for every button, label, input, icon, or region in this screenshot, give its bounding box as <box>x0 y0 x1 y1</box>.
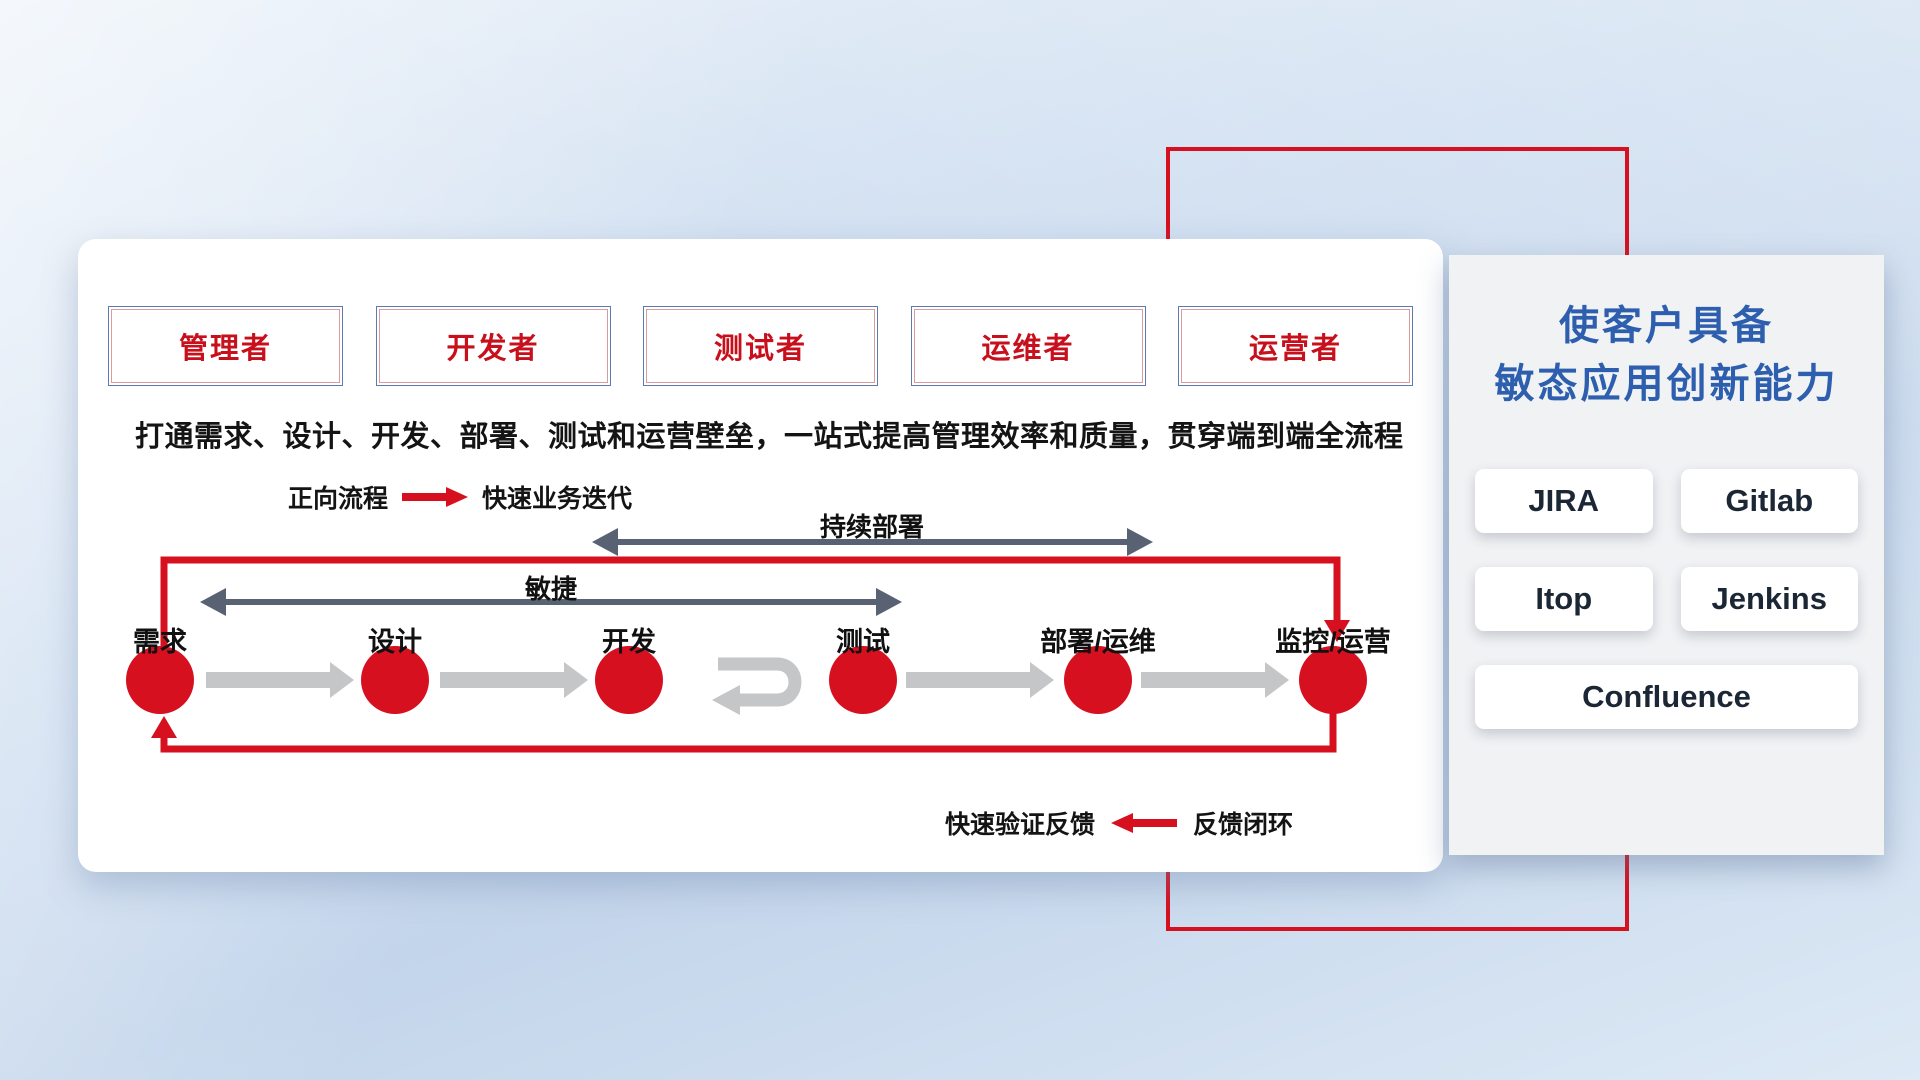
role-label: 测试者 <box>713 333 807 365</box>
role-box-manager: 管理者 <box>108 306 343 386</box>
tool-card-jenkins: Jenkins <box>1680 567 1858 631</box>
step-arrow-icon <box>440 662 588 698</box>
role-label: 开发者 <box>446 333 540 365</box>
stage-label-deploy-ops: 部署/运维 <box>1040 627 1156 657</box>
stage-label-monitor-operate: 监控/运营 <box>1275 627 1391 657</box>
stage-circle <box>361 646 429 714</box>
tool-card-jira: JIRA <box>1475 469 1653 533</box>
forward-flow-label: 正向流程 <box>288 485 389 513</box>
role-box-ops-maintainer: 运维者 <box>910 306 1146 386</box>
stage-circle <box>1299 646 1367 714</box>
capability-side-panel: 使客户具备 敏态应用创新能力 JIRA Gitlab Itop Jenkins … <box>1449 255 1884 855</box>
step-arrow-icon <box>906 662 1054 698</box>
stage-circles <box>126 646 1367 714</box>
role-label: 管理者 <box>178 333 272 365</box>
stage-circle <box>126 646 194 714</box>
forward-flow-legend: 正向流程 快速业务迭代 <box>288 479 632 515</box>
feedback-loop-line <box>151 556 1350 753</box>
flow-subtitle: 打通需求、设计、开发、部署、测试和运营壁垒，一站式提高管理效率和质量，贯穿端到端… <box>135 421 1404 453</box>
flow-diagram <box>126 528 1367 753</box>
continuous-deploy-arrow <box>592 528 1153 556</box>
tool-card-gitlab: Gitlab <box>1680 469 1858 533</box>
devops-flow-card: 管理者 开发者 测试者 运维者 运营者 打通需求、设计、开发、部署、测试和运营壁… <box>78 239 1443 872</box>
step-arrow-icon <box>206 662 354 698</box>
panel-title-line2: 敏态应用创新能力 <box>1494 362 1839 406</box>
feedback-desc: 快速验证反馈 <box>945 811 1096 839</box>
stage-label-design: 设计 <box>368 627 422 657</box>
stage-label-requirements: 需求 <box>133 627 187 657</box>
step-arrow-icon <box>1141 662 1289 698</box>
role-box-tester: 测试者 <box>643 306 878 386</box>
roles-row: 管理者 开发者 测试者 运维者 运营者 <box>108 306 1413 386</box>
role-box-operator: 运营者 <box>1178 306 1413 386</box>
iteration-loop-icon <box>712 657 802 715</box>
role-label: 运维者 <box>981 333 1075 365</box>
tools-grid: JIRA Gitlab Itop Jenkins Confluence <box>1475 469 1858 729</box>
feedback-arrow-icon <box>1111 813 1178 833</box>
role-box-developer: 开发者 <box>375 306 611 386</box>
tool-card-confluence: Confluence <box>1475 665 1858 729</box>
stage-circle <box>829 646 897 714</box>
stage-label-test: 测试 <box>836 627 890 657</box>
feedback-label: 反馈闭环 <box>1193 811 1294 839</box>
flow-step-arrows <box>206 662 1289 698</box>
tool-card-itop: Itop <box>1475 567 1653 631</box>
panel-title: 使客户具备 敏态应用创新能力 <box>1449 255 1884 413</box>
stage-label-develop: 开发 <box>602 627 656 657</box>
feedback-loop-legend: 快速验证反馈 反馈闭环 <box>945 805 1293 841</box>
role-label: 运营者 <box>1248 333 1342 365</box>
forward-arrow-icon <box>402 487 469 507</box>
agile-label: 敏捷 <box>524 574 578 604</box>
panel-title-line1: 使客户具备 <box>1559 304 1774 348</box>
forward-flow-desc: 快速业务迭代 <box>482 485 633 513</box>
stage-circle <box>595 646 663 714</box>
agile-span-arrow <box>200 588 902 616</box>
stage-circle <box>1064 646 1132 714</box>
continuous-deploy-label: 持续部署 <box>819 512 925 542</box>
